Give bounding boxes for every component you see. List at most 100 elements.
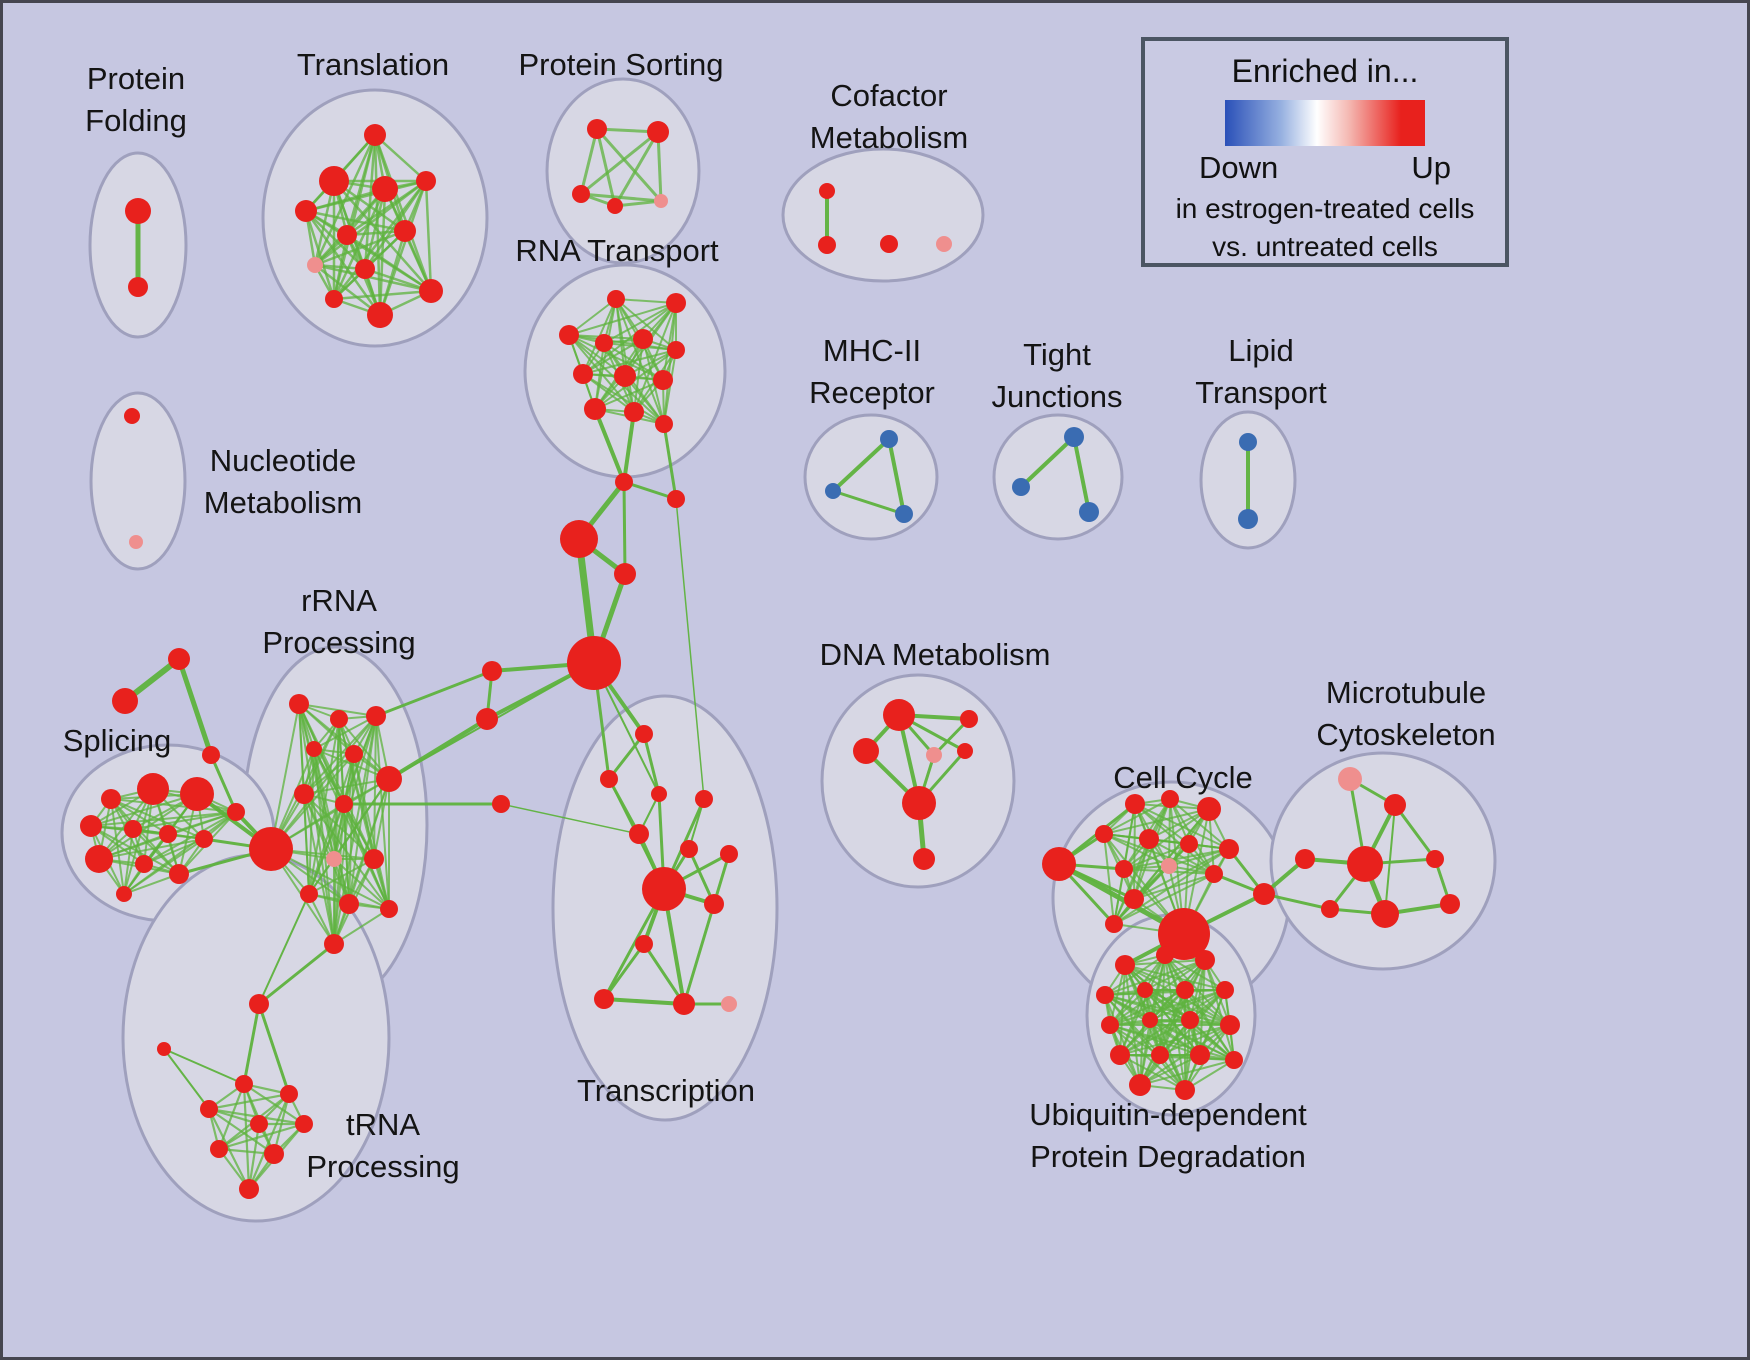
network-node-r10	[584, 398, 606, 420]
network-node-f3	[202, 746, 220, 764]
network-edge	[333, 908, 390, 945]
network-node-cc6	[1139, 829, 1159, 849]
cluster-ellipse-cofactor-metabolism	[781, 147, 985, 283]
network-edge	[333, 803, 345, 860]
network-node-tr4	[280, 1085, 298, 1103]
network-node-ps1	[587, 119, 607, 139]
network-node-s10	[135, 855, 153, 873]
network-edge	[500, 803, 640, 835]
network-edge	[622, 410, 636, 484]
network-node-u13	[1151, 1046, 1169, 1064]
network-edge	[374, 669, 494, 718]
network-edge	[1384, 804, 1396, 915]
network-edge	[207, 1107, 276, 1156]
network-node-tr10	[239, 1179, 259, 1199]
network-edge	[303, 778, 390, 795]
network-node-rr10	[326, 851, 342, 867]
network-node-cc7	[1180, 835, 1198, 853]
network-node-t9	[355, 259, 375, 279]
network-node-cm2	[818, 236, 836, 254]
network-node-d7	[913, 848, 935, 870]
network-node-cc8	[1219, 839, 1239, 859]
network-edge	[270, 715, 377, 850]
network-node-cc11	[1205, 865, 1223, 883]
network-node-d4	[926, 747, 942, 763]
network-edge	[110, 798, 169, 835]
network-edge	[642, 732, 661, 796]
network-edge	[1168, 798, 1171, 867]
network-node-t3	[295, 200, 317, 222]
network-node-u2	[1156, 946, 1174, 964]
network-edge	[1104, 959, 1206, 996]
legend: Enriched in... Down Up in estrogen-treat…	[1141, 37, 1509, 267]
network-edge	[308, 858, 375, 895]
network-edge	[603, 302, 677, 344]
network-node-r9	[653, 370, 673, 390]
network-node-tr9	[264, 1144, 284, 1164]
network-edge	[594, 379, 664, 410]
network-node-tj1	[1064, 427, 1084, 447]
network-node-t4	[372, 176, 398, 202]
network-node-tr3	[235, 1075, 253, 1093]
network-node-r12	[655, 415, 673, 433]
network-edge	[333, 778, 390, 945]
network-node-x4	[695, 790, 713, 808]
network-edge	[1189, 1019, 1235, 1061]
network-node-mc1	[1338, 767, 1362, 791]
network-edge	[595, 127, 617, 208]
network-node-cc1	[1042, 847, 1076, 881]
network-node-x6	[680, 840, 698, 858]
network-edge	[1113, 873, 1215, 925]
network-edge	[373, 133, 428, 183]
network-node-a1	[615, 473, 633, 491]
network-edge	[345, 233, 433, 293]
network-node-t7	[394, 220, 416, 242]
network-node-x13	[721, 996, 737, 1012]
network-node-t10	[419, 279, 443, 303]
network-node-cc5	[1095, 825, 1113, 843]
network-node-u8	[1101, 1016, 1119, 1034]
network-edge	[1393, 803, 1437, 861]
network-node-rr3	[366, 706, 386, 726]
legend-gradient-bar	[1225, 100, 1425, 146]
network-node-s4	[80, 815, 102, 837]
network-edge	[303, 715, 377, 795]
network-edge	[568, 334, 664, 381]
network-node-r5	[633, 329, 653, 349]
network-node-tj3	[1079, 502, 1099, 522]
network-node-rr1	[289, 694, 309, 714]
network-edge	[1123, 843, 1190, 870]
network-edge	[1133, 873, 1215, 900]
network-edge	[303, 793, 310, 895]
network-node-pf2	[128, 277, 148, 297]
network-edge	[258, 893, 310, 1005]
network-edge	[110, 798, 125, 895]
network-edge	[656, 130, 663, 203]
network-edge	[582, 373, 665, 425]
cluster-label-cell-cycle: Cell Cycle	[1113, 760, 1253, 795]
cluster-ellipse-mhc-ii-receptor	[803, 413, 939, 541]
network-edge	[313, 715, 377, 750]
network-node-tr5	[200, 1100, 218, 1118]
network-node-u17	[1175, 1080, 1195, 1100]
network-edge	[176, 656, 214, 758]
network-node-rr11	[364, 849, 384, 869]
network-edge	[1124, 964, 1226, 991]
network-node-rr4	[306, 741, 322, 757]
network-node-d5	[957, 743, 973, 759]
network-edge	[579, 127, 599, 196]
network-node-r4	[595, 334, 613, 352]
network-node-mc2	[1384, 794, 1406, 816]
network-edge	[1144, 959, 1206, 991]
network-edge	[348, 715, 377, 905]
network-node-d2	[960, 710, 978, 728]
network-node-t12	[325, 290, 343, 308]
network-node-u4	[1096, 986, 1114, 1004]
cluster-label-protein-sorting: Protein Sorting	[518, 47, 723, 82]
network-node-f2	[112, 688, 138, 714]
network-node-u7	[1216, 981, 1234, 999]
network-edge	[595, 127, 663, 203]
network-edge	[1262, 892, 1332, 911]
legend-axis-labels: Down Up	[1199, 150, 1451, 186]
